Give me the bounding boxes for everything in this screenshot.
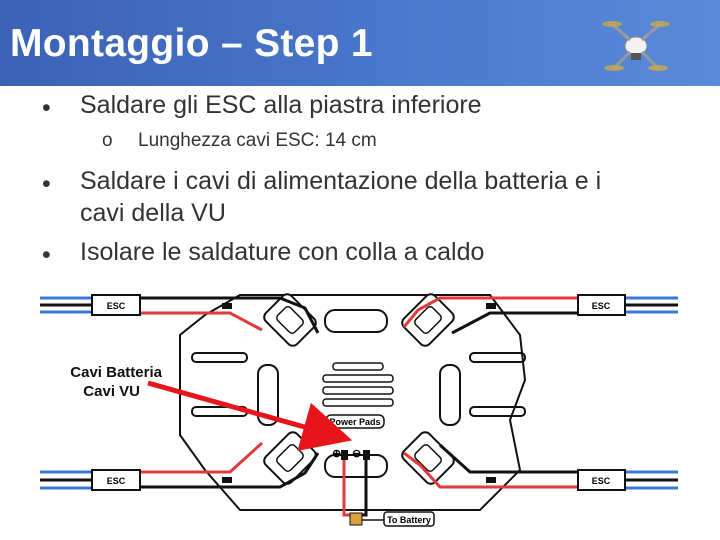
wires-top-left	[40, 296, 320, 334]
arm-mount-tr	[401, 293, 455, 347]
power-pads: Power Pads ⊕ ⊖	[325, 414, 385, 460]
esc-label: ESC	[107, 476, 126, 486]
wires-bottom-left	[40, 441, 320, 490]
callout-label-line2: Cavi VU	[83, 383, 140, 400]
esc-label: ESC	[107, 301, 126, 311]
slide-title: Montaggio – Step 1	[10, 22, 373, 65]
power-pads-label: Power Pads	[329, 417, 380, 427]
esc-top-right: ESC	[577, 294, 626, 316]
bullet-1: Saldare gli ESC alla piastra inferiore	[80, 91, 482, 119]
drone-logo-icon	[602, 21, 670, 71]
bullet-marker: •	[42, 170, 51, 198]
wires-bottom-right	[403, 443, 678, 490]
wiring-diagram: ESC ESC ESC ESC Power Pads ⊕ ⊖ To Batter…	[40, 293, 678, 527]
wires-top-right	[402, 296, 678, 335]
battery-leads: To Battery	[342, 460, 435, 527]
esc-bottom-left: ESC	[91, 469, 141, 491]
to-battery-label: To Battery	[387, 515, 431, 525]
esc-bottom-right: ESC	[577, 469, 626, 491]
bullet-2-line2: cavi della VU	[80, 199, 226, 227]
plus-symbol: ⊕	[332, 448, 341, 460]
sub-bullet-marker: o	[102, 130, 113, 151]
callout-label-line1: Cavi Batteria	[70, 364, 162, 381]
esc-label: ESC	[592, 476, 611, 486]
arm-mount-bl	[263, 431, 317, 485]
sub-bullet-1: Lunghezza cavi ESC: 14 cm	[138, 130, 377, 151]
minus-symbol: ⊖	[352, 448, 361, 460]
bullet-3: Isolare le saldature con colla a caldo	[80, 238, 485, 266]
title-bar: Montaggio – Step 1	[0, 0, 720, 86]
esc-label: ESC	[592, 301, 611, 311]
bullet-marker: •	[42, 241, 51, 269]
esc-top-left: ESC	[91, 294, 141, 316]
callout-arrow	[147, 380, 353, 451]
frame-plate	[179, 294, 527, 511]
bullet-2-line1: Saldare i cavi di alimentazione della ba…	[80, 167, 602, 195]
bullet-marker: •	[42, 94, 51, 122]
